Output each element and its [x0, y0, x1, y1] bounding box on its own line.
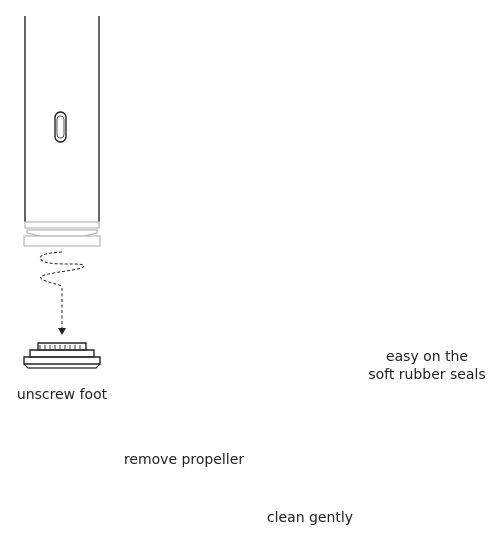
step-1-detached-collar [23, 221, 101, 247]
step-4-label-line-1: easy on the [385, 349, 469, 365]
step-4-label-line-2: soft rubber seals [368, 367, 486, 383]
step-3-label: clean gently [266, 510, 354, 526]
step-1-blender-tube [24, 16, 100, 222]
foot-icon [23, 342, 101, 369]
step-1-label: unscrew foot [16, 387, 108, 403]
step-2-label: remove propeller [123, 452, 245, 468]
step-4-label: easy on the soft rubber seals [350, 348, 500, 384]
swirl-arrow-icon [39, 251, 85, 287]
